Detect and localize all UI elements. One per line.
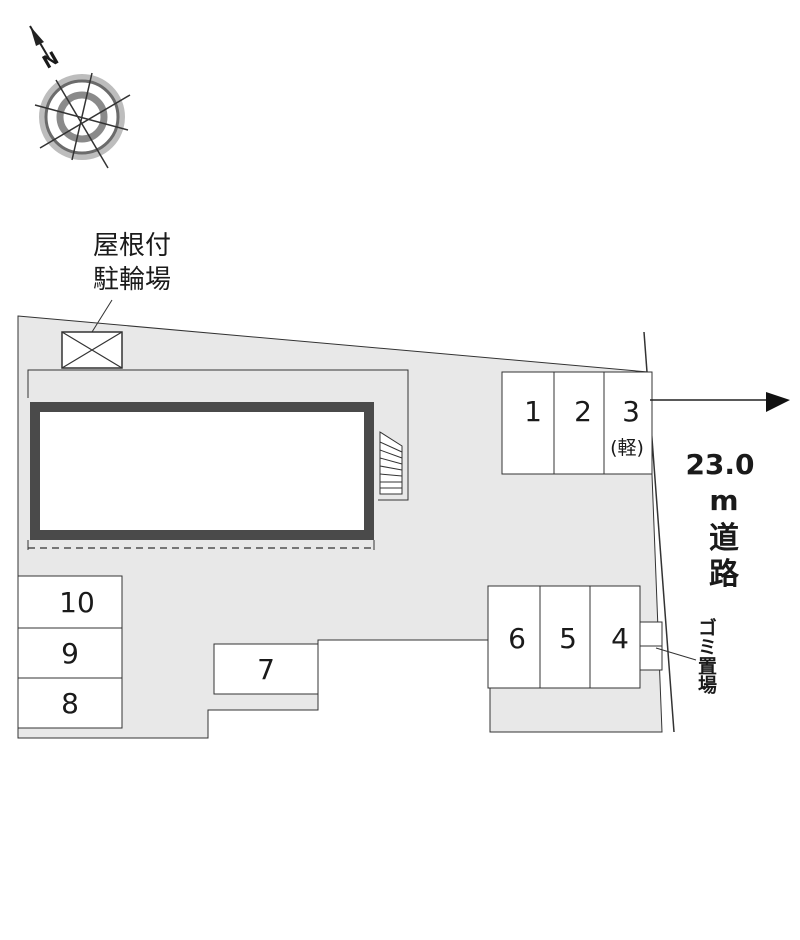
parking-space-3 bbox=[603, 371, 653, 475]
parking-group-right: 6 5 4 bbox=[487, 585, 641, 689]
parking-number-5: 5 bbox=[559, 622, 577, 655]
garbage-label: ゴミ置場 bbox=[695, 617, 717, 695]
parking-space-7 bbox=[213, 643, 319, 695]
parking-space-4 bbox=[589, 585, 641, 689]
parking-number-3: 3 bbox=[622, 395, 640, 428]
parking-number-6: 6 bbox=[508, 622, 526, 655]
bike-parking: 屋根付 駐輪場 bbox=[61, 231, 171, 369]
parking-number-4: 4 bbox=[611, 622, 629, 655]
road-width: 23.0 bbox=[685, 448, 754, 481]
parking-number-8: 8 bbox=[61, 687, 79, 720]
parking-note-3: (軽) bbox=[610, 437, 644, 459]
stairs bbox=[379, 431, 403, 495]
parking-number-9: 9 bbox=[61, 637, 79, 670]
bike-parking-label-line2: 駐輪場 bbox=[93, 265, 171, 295]
road-unit: m bbox=[709, 484, 738, 517]
parking-space-5 bbox=[539, 585, 591, 689]
road-name-char2: 路 bbox=[709, 557, 740, 592]
parking-number-1: 1 bbox=[524, 395, 542, 428]
parking-space-8 bbox=[17, 677, 123, 729]
north-label: N bbox=[39, 48, 63, 74]
parking-space-10 bbox=[17, 575, 123, 629]
parking-number-7: 7 bbox=[257, 653, 275, 686]
parking-number-10: 10 bbox=[59, 586, 95, 619]
garbage-area: ゴミ置場 bbox=[639, 617, 717, 695]
arrow-right-icon bbox=[766, 392, 790, 412]
building bbox=[27, 369, 409, 550]
road-info: 23.0 m 道 路 bbox=[650, 392, 790, 592]
bike-parking-label-line1: 屋根付 bbox=[93, 231, 171, 261]
parking-group-top: 1 2 3 (軽) bbox=[501, 371, 653, 475]
parking-space-9 bbox=[17, 627, 123, 679]
parking-number-2: 2 bbox=[574, 395, 592, 428]
road-name-char1: 道 bbox=[709, 521, 739, 556]
compass-rose-icon: N bbox=[29, 25, 131, 169]
parking-space-6 bbox=[487, 585, 541, 689]
parking-space-2 bbox=[553, 371, 605, 475]
parking-space-1 bbox=[501, 371, 555, 475]
parking-group-middle: 7 bbox=[213, 643, 319, 695]
parking-group-left: 10 9 8 bbox=[17, 575, 123, 729]
